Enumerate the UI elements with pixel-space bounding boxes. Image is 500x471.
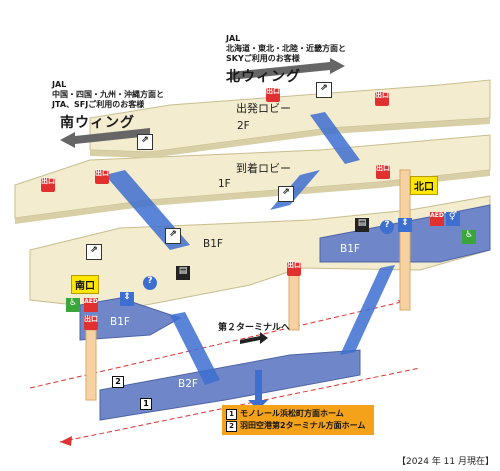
track-line-lower xyxy=(59,367,421,443)
floor-label-b1f: B1F xyxy=(203,238,223,250)
pillar-middle xyxy=(288,269,300,331)
north-wing-airline-line1: JAL xyxy=(226,34,241,43)
restroom-icon: ⚥ xyxy=(446,212,460,226)
south-wing-airline-line1: JAL xyxy=(52,80,67,89)
floor-label-1f: 1F xyxy=(218,178,231,190)
north-exit-tag: 北口 xyxy=(410,176,438,195)
south-exit-tag: 南口 xyxy=(71,275,99,294)
exit-icon: 出口 xyxy=(41,178,55,192)
aed-icon: AED xyxy=(430,212,444,226)
north-wing-label: 北ウィング xyxy=(226,69,301,85)
south-wing-airline-line2: 中国・四国・九州・沖縄方面と xyxy=(52,90,164,99)
exit-icon: 出口 xyxy=(84,316,98,330)
platform-pointer xyxy=(248,370,268,410)
wheelchair-icon: ♿ xyxy=(66,298,80,312)
aed-icon: AED xyxy=(84,298,98,312)
info-icon: ? xyxy=(143,276,157,290)
track-number-2: 2 xyxy=(112,376,124,388)
escalator-icon: ⇗ xyxy=(278,186,294,202)
pillar-right xyxy=(399,169,411,311)
terminal2-arrow xyxy=(240,332,268,344)
south-wing-airline: JAL 中国・四国・九州・沖縄方面と JTA、SFJご利用のお客様 xyxy=(52,80,164,110)
floor-label-b2f: B2F xyxy=(178,378,198,390)
ticket-icon: ▤ xyxy=(355,218,369,232)
north-wing-airline-line2: 北海道・東北・北陸・近畿方面と xyxy=(226,44,346,53)
info-icon: ? xyxy=(380,220,394,234)
north-wing-airline: JAL 北海道・東北・北陸・近畿方面と SKYご利用のお客様 xyxy=(226,34,346,64)
north-wing-arrow xyxy=(230,58,345,80)
exit-icon: 出口 xyxy=(376,165,390,179)
track-number-1: 1 xyxy=(140,398,152,410)
escalator-icon: ⇗ xyxy=(86,244,102,260)
floor-1f-edge xyxy=(15,170,490,224)
ticket-icon: ▤ xyxy=(176,266,190,280)
departure-lobby-label: 出発ロビー xyxy=(236,102,291,115)
track-arrow-left xyxy=(60,436,72,446)
escalator-b1f-b2f-left xyxy=(170,312,220,385)
date-note: 【2024 年 11 月現在】 xyxy=(397,457,494,467)
elevator-icon: ⇕ xyxy=(398,218,412,232)
floor-label-2f: 2F xyxy=(237,120,250,132)
escalator-icon: ⇗ xyxy=(137,134,153,150)
legend-number-2: 2 xyxy=(226,421,237,432)
exit-icon-text: 出口 xyxy=(266,87,280,95)
exit-icon-text: 出口 xyxy=(95,169,109,177)
exit-icon-text: 出口 xyxy=(376,164,390,172)
platform-b2f xyxy=(99,349,361,421)
terminal2-direction-label: 第２ターミナルへ xyxy=(218,323,291,333)
exit-icon: 出口 xyxy=(287,262,301,276)
floor-label-b1f-right: B1F xyxy=(340,243,360,255)
floor-label-b1f-left: B1F xyxy=(110,316,130,328)
south-wing-arrow xyxy=(60,128,150,148)
legend-name-2: 羽田空港第2ターミナル方面ホーム xyxy=(240,421,366,430)
escalator-icon: ⇗ xyxy=(316,82,332,98)
pillar-left xyxy=(85,329,97,401)
exit-icon: 出口 xyxy=(95,170,109,184)
exit-icon: 出口 xyxy=(375,92,389,106)
exit-icon-text: 出口 xyxy=(41,177,55,185)
escalator-2f-1f xyxy=(310,112,360,164)
south-wing-airline-line3: JTA、SFJご利用のお客様 xyxy=(52,100,145,109)
legend-number-1: 1 xyxy=(226,409,237,420)
north-wing-airline-line3: SKYご利用のお客様 xyxy=(226,54,300,63)
south-wing-label: 南ウィング xyxy=(60,115,135,131)
floor-2f-edge xyxy=(90,118,490,158)
arrival-lobby-label: 到着ロビー xyxy=(236,162,291,175)
exit-icon: 出口 xyxy=(266,88,280,102)
escalator-icon: ⇗ xyxy=(165,228,181,244)
wheelchair-icon: ♿ xyxy=(462,230,476,244)
concourse-b1f-left xyxy=(79,297,182,341)
legend-name-1: モノレール浜松町方面ホーム xyxy=(240,409,344,418)
exit-icon-text: 出口 xyxy=(84,315,98,323)
exit-icon-text: 出口 xyxy=(287,261,301,269)
exit-icon-text: 出口 xyxy=(375,91,389,99)
elevator-icon: ⇕ xyxy=(120,292,134,306)
escalator-b1f-b2f-right xyxy=(340,265,395,355)
